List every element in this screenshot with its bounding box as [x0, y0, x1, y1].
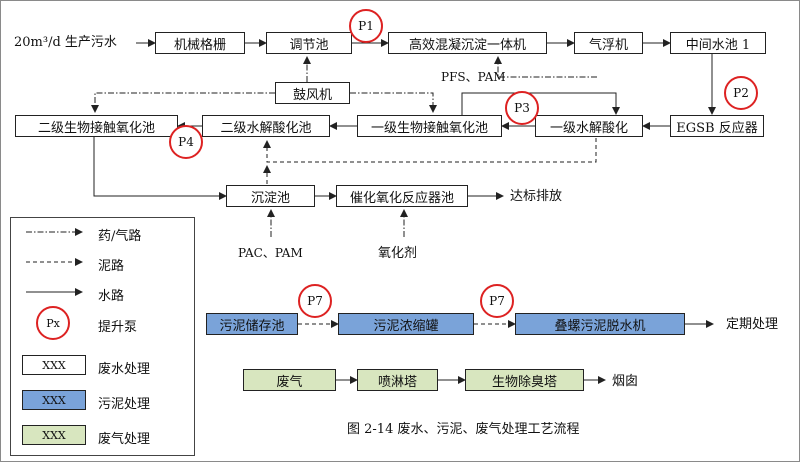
- water-line: [93, 137, 227, 200]
- spray-tower-box: 喷淋塔: [357, 369, 438, 391]
- pump-p7-icon: P7: [480, 284, 514, 318]
- figure-caption: 图 2-14 废水、污泥、废气处理工艺流程: [347, 422, 580, 437]
- discharge-label: 达标排放: [510, 189, 563, 204]
- mechanical-screen-box: 机械格栅: [155, 32, 245, 54]
- legend-pump-icon: Px: [36, 306, 70, 340]
- source-label: 20m³/d 生产污水: [14, 35, 117, 50]
- legend-pump-label: 提升泵: [98, 320, 138, 335]
- gas-line: [350, 92, 437, 113]
- sludge-thickener-box: 污泥浓缩罐: [338, 313, 474, 335]
- waste-gas-box: 废气: [243, 369, 336, 391]
- pump-p2-icon: P2: [724, 76, 758, 110]
- secondary-hydrolysis-box: 二级水解酸化池: [202, 115, 330, 137]
- legend-sludge-proc-label: 污泥处理: [98, 397, 151, 412]
- legend-wastewater-swatch: XXX: [22, 355, 86, 375]
- air-flotation-box: 气浮机: [574, 32, 643, 54]
- bio-deodorization-box: 生物除臭塔: [465, 369, 584, 391]
- secondary-contact-oxidation-box: 二级生物接触氧化池: [15, 115, 178, 137]
- legend-gas-swatch: XXX: [22, 425, 86, 445]
- legend-sludge-swatch: XXX: [22, 390, 86, 410]
- sedimentation-tank-box: 沉淀池: [226, 185, 315, 207]
- chimney-label: 烟囱: [612, 374, 639, 389]
- legend-sludge-label: 泥路: [98, 259, 125, 274]
- legend-water-label: 水路: [98, 289, 125, 304]
- oxidant-label: 氧化剂: [378, 246, 418, 261]
- legend-wastewater-label: 废水处理: [98, 362, 151, 377]
- sludge-line: [263, 138, 597, 163]
- pump-p4-icon: P4: [169, 125, 203, 159]
- pump-p3-icon: P3: [505, 91, 539, 125]
- intermediate-tank-box: 中间水池 1: [670, 32, 766, 54]
- gas-line: [91, 92, 275, 113]
- primary-contact-oxidation-box: 一级生物接触氧化池: [357, 115, 502, 137]
- legend: [10, 217, 195, 456]
- regulating-tank-box: 调节池: [266, 32, 352, 54]
- legend-gas-proc-label: 废气处理: [98, 432, 151, 447]
- water-line: [461, 92, 620, 115]
- periodic-treatment-label: 定期处理: [726, 317, 779, 332]
- pac-pam-label: PAC、PAM: [238, 246, 303, 260]
- blower-box: 鼓风机: [275, 82, 350, 104]
- sludge-dewatering-box: 叠螺污泥脱水机: [515, 313, 685, 335]
- pfs-pam-label: PFS、PAM: [441, 70, 506, 84]
- coagulation-sedimentation-box: 高效混凝沉淀一体机: [388, 32, 547, 54]
- sludge-storage-box: 污泥储存池: [206, 313, 298, 335]
- legend-gas-label: 药/气路: [98, 229, 142, 244]
- primary-hydrolysis-box: 一级水解酸化: [535, 115, 643, 137]
- pump-p1-icon: P1: [349, 9, 383, 43]
- chem-line: [494, 56, 597, 78]
- egsb-reactor-box: EGSB 反应器: [670, 115, 764, 137]
- catalytic-oxidation-box: 催化氧化反应器池: [336, 185, 468, 207]
- pump-p7-icon: P7: [298, 284, 332, 318]
